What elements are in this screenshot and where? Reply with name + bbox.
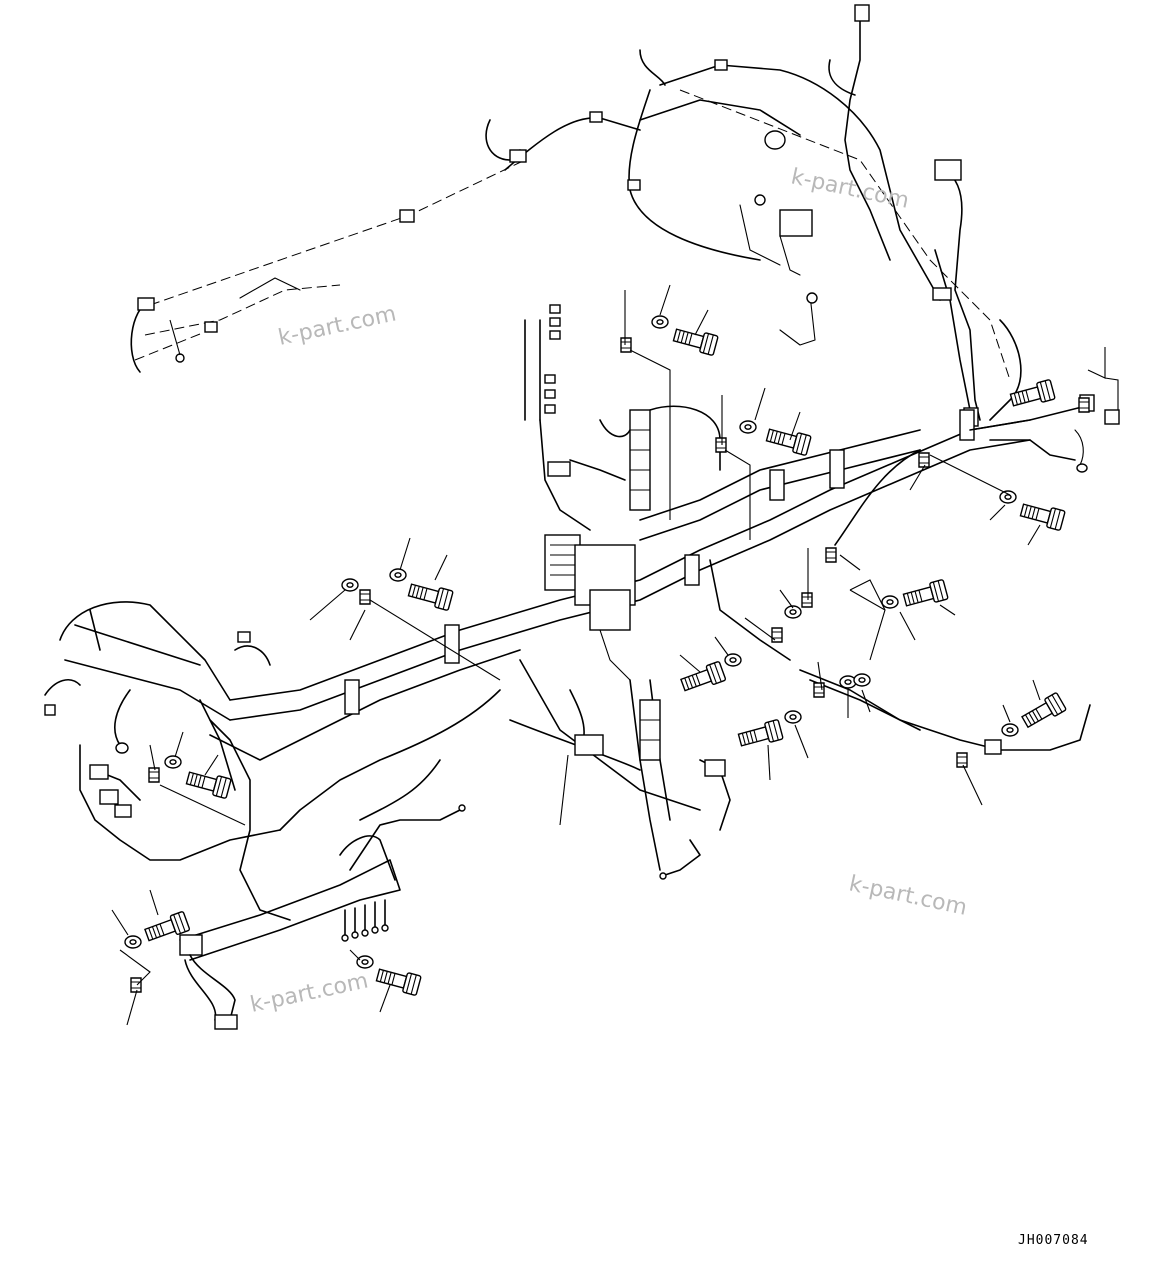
watermark-4: k-part.com xyxy=(248,969,370,1018)
main-trunk-harness xyxy=(209,409,1031,871)
drawing-code: JH007084 xyxy=(1018,1233,1089,1248)
right-harness xyxy=(709,394,1120,661)
left-harness xyxy=(44,601,291,921)
upper-left-harness xyxy=(130,117,641,373)
fuse-relay-box xyxy=(524,304,721,681)
watermark-3: k-part.com xyxy=(847,871,969,920)
watermark-1: k-part.com xyxy=(276,302,398,351)
upper-right-harness xyxy=(589,4,1022,427)
lower-harness xyxy=(179,669,1091,1030)
watermark-2: k-part.com xyxy=(789,164,911,213)
callout-lines xyxy=(111,284,1119,1026)
